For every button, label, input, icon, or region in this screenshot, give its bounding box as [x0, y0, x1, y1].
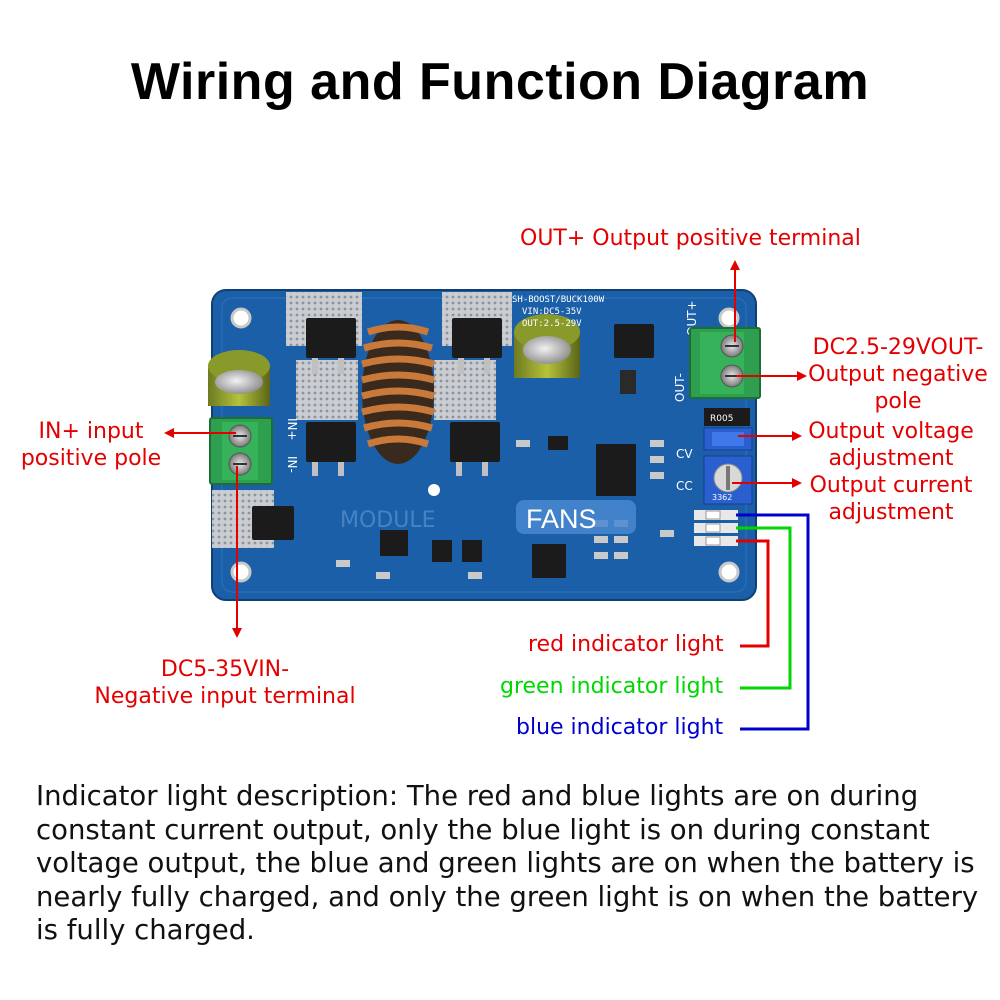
- shunt-resistor: [704, 408, 750, 426]
- label-blue-light: blue indicator light: [516, 715, 724, 740]
- smd-component: [462, 540, 482, 562]
- mount-hole: [230, 561, 252, 583]
- mosfet: [614, 324, 654, 358]
- mosfet: [306, 422, 356, 476]
- input-capacitor: [208, 350, 270, 406]
- red-light-wire: [736, 539, 770, 648]
- resistor-mark: R005: [710, 414, 733, 424]
- cc-mark: CC: [676, 479, 693, 493]
- controller-ic: [596, 444, 636, 496]
- indicator-leds: [694, 510, 738, 546]
- label-in-plus: IN+ input positive pole: [20, 419, 162, 471]
- voltage-potentiometer-icon: [703, 427, 753, 451]
- smd-component: [380, 530, 408, 556]
- smd-component: [620, 370, 636, 394]
- pcb-board: SH-BOOST/BUCK100W VIN:DC5-35V OUT:2.5-29…: [208, 289, 761, 601]
- mosfet: [452, 318, 502, 374]
- input-terminal-block: [209, 417, 273, 485]
- mount-hole: [230, 307, 252, 329]
- mount-hole: [718, 561, 740, 583]
- label-green-light: green indicator light: [500, 674, 724, 699]
- label-voltage-adj: Output voltage adjustment: [808, 419, 974, 471]
- page-title: Wiring and Function Diagram: [130, 53, 870, 111]
- label-out-minus: DC2.5-29VOUT- Output negative pole: [808, 335, 988, 414]
- label-red-light: red indicator light: [528, 632, 724, 657]
- mosfet: [306, 318, 356, 374]
- cv-mark: CV: [676, 447, 693, 461]
- output-terminal-block: [689, 327, 761, 399]
- smd-component: [548, 436, 568, 450]
- watermark-faded: MODULE: [340, 508, 436, 533]
- in-minus-mark: IN-: [285, 456, 299, 473]
- mosfet: [252, 506, 294, 540]
- out-minus-mark: OUT-: [673, 373, 687, 402]
- label-current-adj: Output current adjustment: [809, 473, 973, 525]
- green-light-wire: [736, 526, 792, 690]
- label-out-plus: OUT+ Output positive terminal: [520, 226, 861, 251]
- label-in-minus: DC5-35VIN- Negative input terminal: [94, 657, 356, 709]
- current-potentiometer-icon: 3362: [703, 455, 753, 505]
- toroid-inductor: [361, 320, 435, 464]
- smd-component: [432, 540, 452, 562]
- watermark-logo: FANS: [526, 504, 597, 534]
- qfn-chip: [532, 544, 566, 578]
- annotation-arrows: [164, 260, 810, 731]
- output-capacitor: [514, 314, 580, 378]
- pot-mark: 3362: [712, 493, 732, 502]
- blue-light-wire: [736, 513, 810, 731]
- mosfet: [450, 422, 500, 476]
- via: [428, 484, 440, 496]
- silkscreen-out: OUT:2.5-29V: [522, 319, 582, 329]
- silkscreen-model: SH-BOOST/BUCK100W: [512, 295, 605, 305]
- in-plus-mark: IN+: [285, 418, 299, 441]
- silkscreen-vin: VIN:DC5-35V: [522, 307, 582, 317]
- indicator-description: Indicator light description: The red and…: [36, 780, 979, 946]
